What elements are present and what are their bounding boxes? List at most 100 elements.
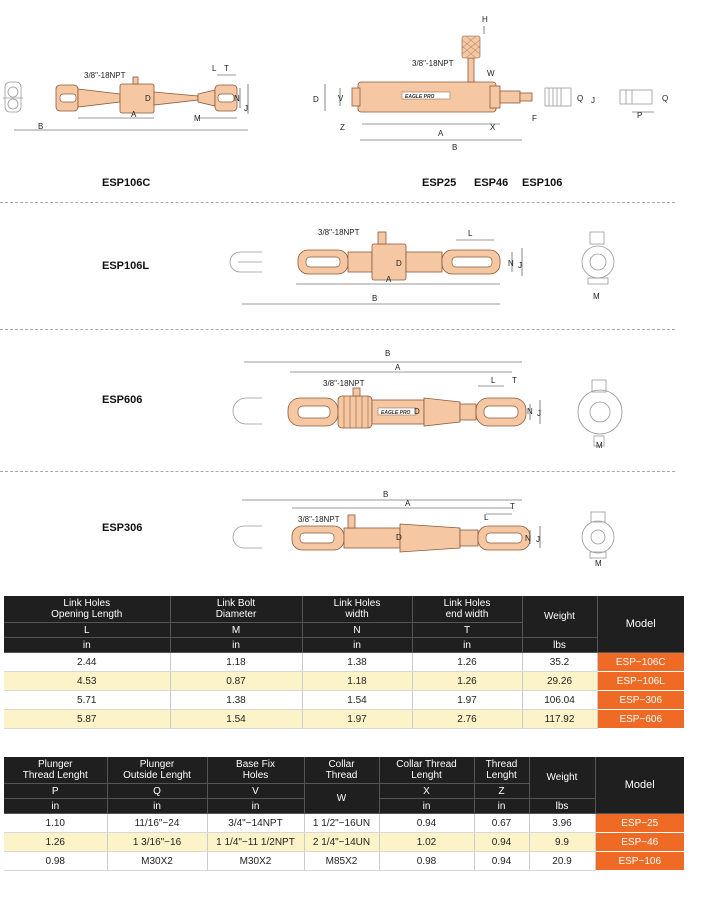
header-model: Model [597, 596, 684, 653]
separator [0, 202, 675, 203]
svg-text:D: D [396, 533, 402, 542]
svg-text:J: J [244, 104, 248, 113]
svg-text:M: M [595, 559, 602, 568]
cell: 1.02 [379, 832, 475, 852]
svg-text:D: D [396, 259, 402, 268]
cell: 3/4"−14NPT [207, 813, 305, 833]
svg-text:L: L [491, 376, 496, 385]
letter-t: T [412, 622, 523, 638]
unit: in [170, 637, 303, 653]
unit: lbs [529, 798, 596, 814]
label-esp46: ESP46 [474, 177, 509, 189]
letter-l: L [4, 622, 171, 638]
label-esp106: ESP106 [522, 177, 563, 189]
unit: in [207, 798, 305, 814]
svg-text:M: M [194, 114, 201, 123]
svg-text:T: T [224, 64, 229, 73]
cell: M30X2 [107, 851, 208, 871]
svg-text:A: A [438, 129, 444, 138]
svg-text:D: D [414, 407, 420, 416]
cell: 1.26 [4, 832, 108, 852]
cell: 1 1/2"−16UN [304, 813, 380, 833]
cell: 1.10 [4, 813, 108, 833]
svg-text:J: J [518, 261, 522, 270]
svg-text:A: A [395, 363, 401, 372]
header-weight: Weight [522, 596, 598, 638]
cell: 9.9 [529, 832, 596, 852]
brand-logo: EAGLE PRO [405, 94, 435, 100]
cell: 1.97 [302, 709, 413, 729]
esp306-drawing: B A 3/8"-18NPT L T D N J M [232, 490, 615, 568]
letter-w: W [304, 783, 380, 814]
svg-text:N: N [234, 94, 240, 103]
svg-text:3/8"-18NPT: 3/8"-18NPT [318, 228, 360, 237]
cell: 1.54 [170, 709, 303, 729]
svg-text:L: L [484, 513, 489, 522]
letter-m: M [170, 622, 303, 638]
svg-text:3/8"-18NPT: 3/8"-18NPT [84, 71, 126, 80]
unit: in [4, 798, 108, 814]
label-esp606: ESP606 [102, 394, 143, 406]
cell: 2.44 [4, 652, 171, 672]
cell: 20.9 [529, 851, 596, 871]
separator [0, 329, 675, 330]
table-row: 5.87 1.54 1.97 2.76 117.92 ESP−606 [4, 709, 684, 729]
cell: 0.67 [474, 813, 530, 833]
table-row: 2.44 1.18 1.38 1.26 35.2 ESP−106C [4, 652, 684, 672]
label-esp106c: ESP106C [102, 177, 151, 189]
cell: 1.18 [170, 652, 303, 672]
svg-text:V: V [338, 94, 344, 103]
svg-text:B: B [452, 143, 457, 152]
esp606-drawing: EAGLE PRO B A 3/8"-18NPT L T D N J M [232, 349, 623, 450]
letter-n: N [302, 622, 413, 638]
table-row: 1.10 11/16"−24 3/4"−14NPT 1 1/2"−16UN 0.… [4, 813, 684, 833]
svg-text:P: P [637, 111, 642, 120]
svg-text:D: D [313, 95, 319, 104]
cell: 0.98 [4, 851, 108, 871]
svg-text:X: X [490, 123, 496, 132]
svg-text:B: B [372, 294, 377, 303]
model-badge: ESP−106L [597, 671, 684, 691]
table-row: 0.98 M30X2 M30X2 M85X2 0.98 0.94 20.9 ES… [4, 851, 684, 871]
letter-x: X [379, 783, 475, 799]
separator [0, 471, 675, 472]
cell: 0.87 [170, 671, 303, 691]
cell: 106.04 [522, 690, 598, 710]
cell: 29.26 [522, 671, 598, 691]
cell: 5.87 [4, 709, 171, 729]
unit: in [412, 637, 523, 653]
svg-text:T: T [512, 376, 517, 385]
cell: 117.92 [522, 709, 598, 729]
svg-text:D: D [145, 94, 151, 103]
cell: 1.26 [412, 671, 523, 691]
model-badge: ESP−606 [597, 709, 684, 729]
unit: in [379, 798, 475, 814]
svg-text:3/8"-18NPT: 3/8"-18NPT [412, 59, 454, 68]
svg-text:H: H [482, 15, 488, 24]
svg-text:T: T [510, 502, 515, 511]
model-badge: ESP−106 [595, 851, 684, 871]
unit: in [302, 637, 413, 653]
svg-text:B: B [38, 122, 43, 131]
svg-text:A: A [386, 275, 392, 284]
svg-text:L: L [212, 64, 217, 73]
svg-text:J: J [537, 409, 541, 418]
esp25-46-106-drawing: EAGLE PRO 3/8"-18NPT H W D V Z A [313, 15, 668, 152]
label-esp25: ESP25 [422, 177, 457, 189]
cell: 1.38 [302, 652, 413, 672]
table-row: 1.26 1 3/16"−16 1 1/4"−11 1/2NPT 2 1/4"−… [4, 832, 684, 852]
svg-text:3/8"-18NPT: 3/8"-18NPT [298, 515, 340, 524]
svg-text:A: A [131, 110, 137, 119]
header-weight: Weight [529, 757, 596, 799]
model-badge: ESP−106C [597, 652, 684, 672]
letter-v: V [207, 783, 305, 799]
unit: in [474, 798, 530, 814]
svg-text:B: B [385, 349, 390, 358]
cell: 2.76 [412, 709, 523, 729]
